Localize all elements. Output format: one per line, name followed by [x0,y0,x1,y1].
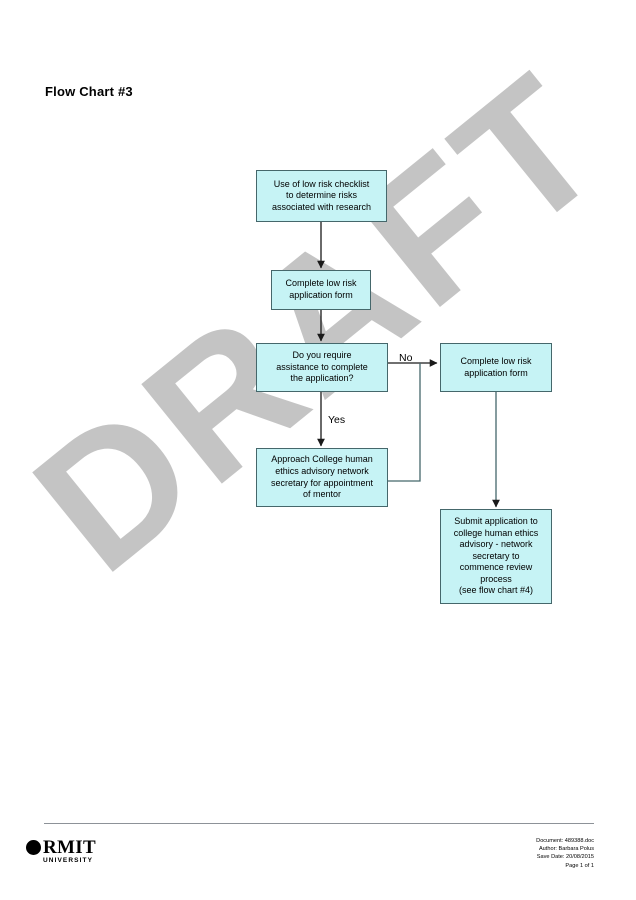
flow-node-label: Use of low risk checklist to determine r… [271,178,372,212]
rmit-logo-name: RMIT [43,837,96,858]
edge-label-yes: Yes [328,414,346,426]
page-title: Flow Chart #3 [45,84,133,99]
rmit-logo-words: RMIT UNIVERSITY [43,837,96,864]
flow-node-label: Submit application to college human ethi… [453,515,539,596]
edge-label-no: No [399,352,413,364]
flow-node-complete-application-2[interactable]: Complete low risk application form [440,343,552,392]
rmit-logo: RMIT UNIVERSITY [26,837,96,864]
flow-connectors [317,222,500,508]
flow-node-complete-application-1[interactable]: Complete low risk application form [271,270,371,310]
flow-node-label: Approach College human ethics advisory n… [270,454,374,500]
meta-save-date: Save Date: 20/08/2015 [536,854,594,861]
flow-node-label: Complete low risk application form [285,278,357,300]
flow-node-decision-require-assistance[interactable]: Do you require assistance to complete th… [256,343,388,392]
flow-node-submit-application[interactable]: Submit application to college human ethi… [440,509,552,604]
flow-node-label: Complete low risk application form [460,355,532,378]
footer-divider [44,823,594,824]
connector-n5-merge [388,363,421,482]
flow-chart: Use of low risk checklist to determine r… [256,170,552,604]
rmit-circle-icon [26,840,41,855]
document-metadata: Document: 489388.doc Author: Barbara Pol… [536,837,594,870]
meta-page: Page 1 of 1 [565,862,594,869]
meta-author: Author: Barbara Polus [538,846,594,853]
flow-node-low-risk-checklist[interactable]: Use of low risk checklist to determine r… [256,170,387,222]
page-footer: RMIT UNIVERSITY Document: 489388.doc Aut… [0,815,636,900]
meta-document: Document: 489388.doc [536,838,594,844]
flow-node-label: Do you require assistance to complete th… [276,350,368,384]
flow-node-approach-college-mentor[interactable]: Approach College human ethics advisory n… [256,448,388,507]
rmit-logo-subtitle: UNIVERSITY [43,857,94,864]
